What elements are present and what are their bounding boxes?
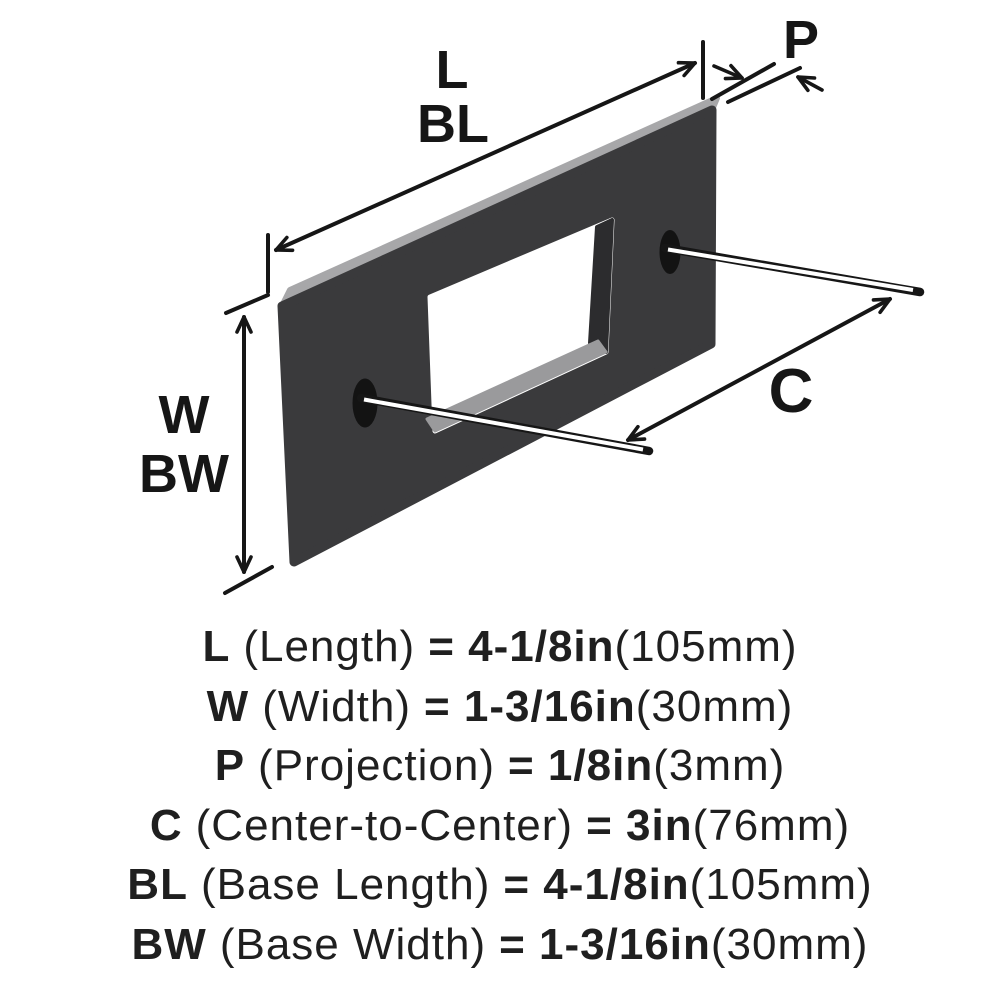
dimension-projection xyxy=(710,62,824,104)
spec-line-length: L (Length) = 4-1/8in (105mm) xyxy=(0,622,1000,682)
dim-projection-arrow-right xyxy=(796,75,824,93)
spec-code: W xyxy=(206,681,250,731)
spec-line-center-to-center: C (Center-to-Center) = 3in (76mm) xyxy=(0,801,1000,861)
spec-value: = 1/8in xyxy=(508,741,654,790)
spec-value-group: = 4-1/8in (105mm) xyxy=(503,860,872,910)
spec-metric: (3mm) xyxy=(653,741,786,790)
leader-left-core xyxy=(363,397,644,452)
plate xyxy=(277,95,720,567)
spec-line-base-length: BL (Base Length) = 4-1/8in (105mm) xyxy=(0,860,1000,920)
leader-right-core xyxy=(667,247,914,292)
spec-code: P xyxy=(214,741,246,790)
spec-line-width: W (Width) = 1-3/16in (30mm) xyxy=(0,682,1000,742)
dim-projection-ext-front xyxy=(710,62,776,101)
spec-name: (Base Length) xyxy=(200,860,491,909)
spec-value: = 4-1/8in xyxy=(503,860,690,909)
spec-metric: (30mm) xyxy=(710,919,869,969)
spec-value-group: = 1-3/16in (30mm) xyxy=(424,682,793,732)
dim-center-line xyxy=(626,297,892,442)
spec-metric: (105mm) xyxy=(689,860,873,909)
spec-line-base-width: BW (Base Width) = 1-3/16in (30mm) xyxy=(0,920,1000,980)
spec-value: = 1-3/16in xyxy=(423,681,636,731)
dim-projection-arrow-left xyxy=(712,63,744,81)
spec-code: BL xyxy=(127,860,188,909)
spec-value-group: = 1/8in (3mm) xyxy=(508,741,785,791)
label-base-length: BL xyxy=(417,94,489,154)
label-length: L xyxy=(436,40,469,100)
spec-value: = 4-1/8in xyxy=(428,622,615,671)
leader-line-right xyxy=(660,243,925,297)
dim-projection-ext-back xyxy=(726,66,802,104)
spec-metric: (76mm) xyxy=(692,800,851,850)
dimension-length xyxy=(266,40,705,294)
leader-line-left xyxy=(356,393,654,456)
spec-metric: (105mm) xyxy=(614,622,798,671)
dimension-center-to-center xyxy=(626,297,892,442)
spec-value-group: = 4-1/8in (105mm) xyxy=(428,622,797,672)
spec-code: C xyxy=(149,800,183,850)
spec-code: BW xyxy=(131,919,207,969)
spec-value-group: = 3in (76mm) xyxy=(586,801,850,851)
spec-metric: (30mm) xyxy=(635,681,794,731)
spec-name: (Width) xyxy=(262,681,411,731)
label-base-width: BW xyxy=(139,444,229,504)
spec-list: L (Length) = 4-1/8in (105mm) W (Width) =… xyxy=(0,622,1000,979)
dim-length-line xyxy=(274,60,697,253)
dim-width-tick-top xyxy=(224,293,270,315)
spec-code: L xyxy=(202,622,231,671)
dimension-width xyxy=(223,293,274,595)
pull-backplate-drawing: L BL P W BW C xyxy=(139,10,925,595)
spec-value: = 3in xyxy=(586,800,693,850)
cutout-inner-bottom-face xyxy=(425,339,608,433)
label-width: W xyxy=(159,385,210,445)
label-projection: P xyxy=(783,10,819,70)
spec-value: = 1-3/16in xyxy=(499,919,711,969)
label-center-to-center: C xyxy=(769,357,814,426)
spec-name: (Center-to-Center) xyxy=(195,800,574,850)
dim-width-tick-bottom xyxy=(223,565,274,595)
spec-name: (Projection) xyxy=(258,741,496,790)
spec-name: (Length) xyxy=(243,622,416,671)
spec-name: (Base Width) xyxy=(219,919,487,969)
spec-line-projection: P (Projection) = 1/8in (3mm) xyxy=(0,741,1000,801)
spec-value-group: = 1-3/16in (30mm) xyxy=(499,920,868,970)
